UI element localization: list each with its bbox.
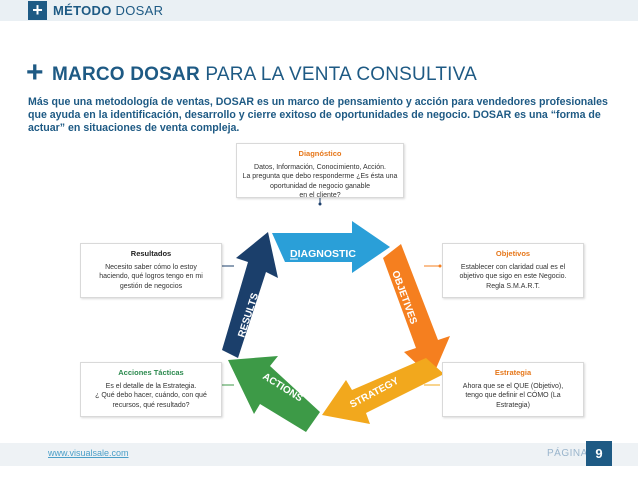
objetivos-title: Objetivos xyxy=(495,249,531,258)
diagnostico-title: Diagnóstico xyxy=(298,149,342,158)
estrategia-line: tengo que definir el CÓMO (La xyxy=(465,392,561,399)
acciones-line: ¿ Qué debo hacer, cuándo, con qué xyxy=(95,392,207,399)
acciones-line: recursos, qué resultado? xyxy=(112,401,190,409)
website-link[interactable]: www.visualsale.com xyxy=(48,448,129,458)
actions-arrow xyxy=(228,356,320,432)
diagnostico-line: La pregunta que debo responderme ¿Es ést… xyxy=(242,173,398,180)
estrategia-title: Estrategia xyxy=(494,368,532,377)
estrategia-line: Ahora que se el QUE (Objetivo), xyxy=(462,382,564,390)
resultados-line: haciendo, qué logros tengo en mi xyxy=(99,273,203,280)
diagnostico-box: Diagnóstico Datos, Información, Conocimi… xyxy=(236,143,404,199)
objetivos-box: Objetivos Establecer con claridad cual e… xyxy=(442,243,584,298)
objetivos-line: Establecer con claridad cual es el xyxy=(460,263,566,271)
section-title: MARCO DOSAR PARA LA VENTA CONSULTIVA xyxy=(52,64,477,85)
resultados-title: Resultados xyxy=(130,249,172,258)
diagnostico-line: en el cliente? xyxy=(299,192,341,199)
diagnostic-label: DIAGNOSTIC xyxy=(290,248,356,260)
resultados-box: Resultados Necesito saber cómo lo estoy … xyxy=(80,243,222,298)
strategy-arrow xyxy=(322,358,444,424)
footer-bar xyxy=(0,443,638,466)
page-number: 9 xyxy=(586,441,612,466)
acciones-title: Acciones Tácticas xyxy=(118,368,184,377)
top-header-bar xyxy=(0,0,638,21)
estrategia-box: Estrategia Ahora que se el QUE (Objetivo… xyxy=(442,362,584,417)
objetives-arrow xyxy=(383,244,450,378)
header-title: MÉTODO DOSAR xyxy=(53,3,164,18)
acciones-line: Es el detalle de la Estrategia. xyxy=(105,382,197,390)
diagnostico-line: oportunidad de negocio ganable xyxy=(269,182,371,190)
estrategia-line: Estrategia) xyxy=(496,401,530,409)
intro-paragraph: Más que una metodología de ventas, DOSAR… xyxy=(28,96,608,134)
resultados-line: gestión de negocios xyxy=(119,282,183,290)
objetivos-line: Regla S.M.A.R.T. xyxy=(486,282,540,290)
diagnostic-arrow xyxy=(272,221,390,273)
resultados-line: Necesito saber cómo lo estoy xyxy=(105,263,197,271)
results-arrow xyxy=(222,232,278,358)
section-plus-icon: + xyxy=(26,56,44,89)
page-label: PÁGINA xyxy=(547,448,588,459)
acciones-box: Acciones Tácticas Es el detalle de la Es… xyxy=(80,362,222,417)
objetivos-line: objetivo que sigo en este Negocio. xyxy=(459,273,567,280)
plus-icon: + xyxy=(28,1,47,20)
diagnostico-line: Datos, Información, Conocimiento, Acción… xyxy=(254,163,386,171)
